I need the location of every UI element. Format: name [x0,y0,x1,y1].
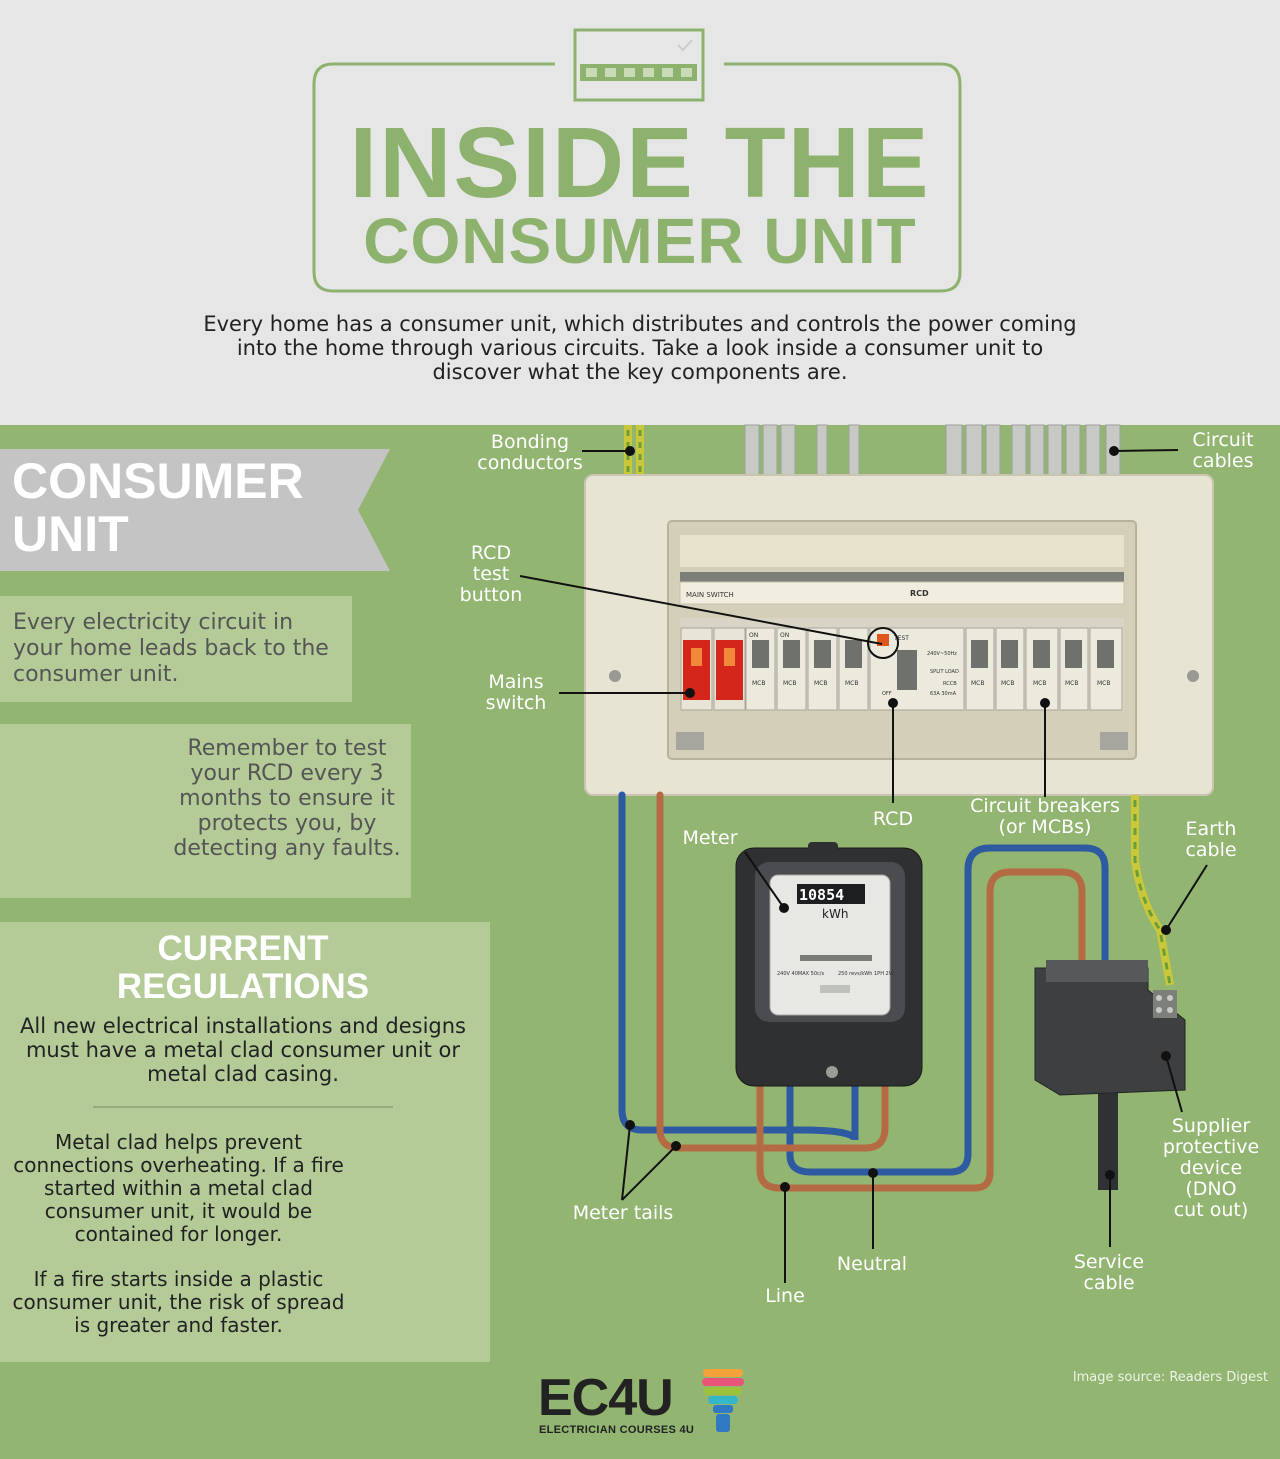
label-line: Line [765,1285,805,1307]
rcd-mark: RCD [910,589,929,598]
main-switch-mark: MAIN SWITCH [686,591,734,599]
regulations-heading: CURRENT REGULATIONS [116,929,370,1006]
metal-clad-text: Metal clad helps prevent connections ove… [13,1130,344,1246]
rcd-tip-box: Remember to test your RCD every 3 months… [0,724,411,898]
mcb-group-right: MCB MCB MCB MCB MCB [965,627,1123,711]
label-neutral: Neutral [836,1253,908,1275]
svg-text:OFF: OFF [882,691,892,697]
svg-text:ON: ON [749,632,758,639]
regulations-text: All new electrical installations and des… [20,1014,466,1086]
divider [93,1106,393,1108]
consumer-unit-heading: CONSUMER UNIT [12,453,304,562]
mains-switch[interactable] [680,627,746,711]
svg-text:MCB: MCB [1065,680,1078,687]
label-meter: Meter [682,827,738,849]
svg-text:TEST: TEST [893,635,909,642]
leader-lines [519,449,1208,1283]
svg-text:240V 40MAX 50c/s: 240V 40MAX 50c/s [777,971,824,977]
meter-unit: kWh [822,907,848,921]
rcd-tip-text: Remember to test your RCD every 3 months… [173,736,401,861]
circuit-info-box: Every electricity circuit in your home l… [0,596,352,702]
page-title-line2: CONSUMER UNIT [363,205,917,277]
plastic-unit-text: If a fire starts inside a plastic consum… [12,1267,345,1337]
label-rcd: RCD [872,808,914,830]
dno-cut-out [1034,960,1186,1190]
circuit-info-text: Every electricity circuit in your home l… [13,610,329,687]
consumer-unit-icon [573,28,705,102]
svg-text:MCB: MCB [752,680,765,687]
svg-text:MCB: MCB [845,680,858,687]
page-title-line1: INSIDE THE [349,107,931,219]
intro-text: Every home has a consumer unit, which di… [203,312,1077,384]
rcd-device: TEST 240V~50Hz SPLIT LOAD RCCB 63A 30mA … [869,627,965,711]
svg-text:MCB: MCB [814,680,827,687]
svg-text:MCB: MCB [1001,680,1014,687]
label-meter-tails: Meter tails [572,1202,674,1224]
checkmark-icon [677,39,693,52]
svg-text:ON: ON [780,632,789,639]
svg-text:MCB: MCB [1033,680,1046,687]
svg-text:MCB: MCB [1097,680,1110,687]
logo: EC4U [538,1369,674,1427]
svg-text:RCCB: RCCB [943,681,957,687]
svg-text:MCB: MCB [971,680,984,687]
lightbulb-icon [702,1369,744,1432]
mcb-group-left: ON ON MCB MCB MCB MCB [745,627,869,711]
meter-reading: 10854 [799,886,844,904]
svg-text:SPLIT LOAD: SPLIT LOAD [930,669,959,675]
svg-text:63A 30mA: 63A 30mA [930,691,957,697]
leader-dots [625,446,1171,1192]
svg-text:240V~50Hz: 240V~50Hz [927,651,957,657]
svg-text:250 revs/kWh 1PH 2W: 250 revs/kWh 1PH 2W [838,971,894,977]
consumer-unit-banner [0,449,390,571]
title-frame [312,62,962,293]
label-circuit-breakers: Circuit breakers(or MCBs) [970,795,1120,838]
logo-subtitle: ELECTRICIAN COURSES 4U [539,1424,695,1436]
earth-cable [1131,795,1174,986]
unit-markings: MAIN SWITCH RCD [686,589,929,599]
svg-text:MCB: MCB [783,680,796,687]
image-source: Image source: Readers Digest [1072,1370,1268,1385]
regulations-box [0,922,490,1362]
